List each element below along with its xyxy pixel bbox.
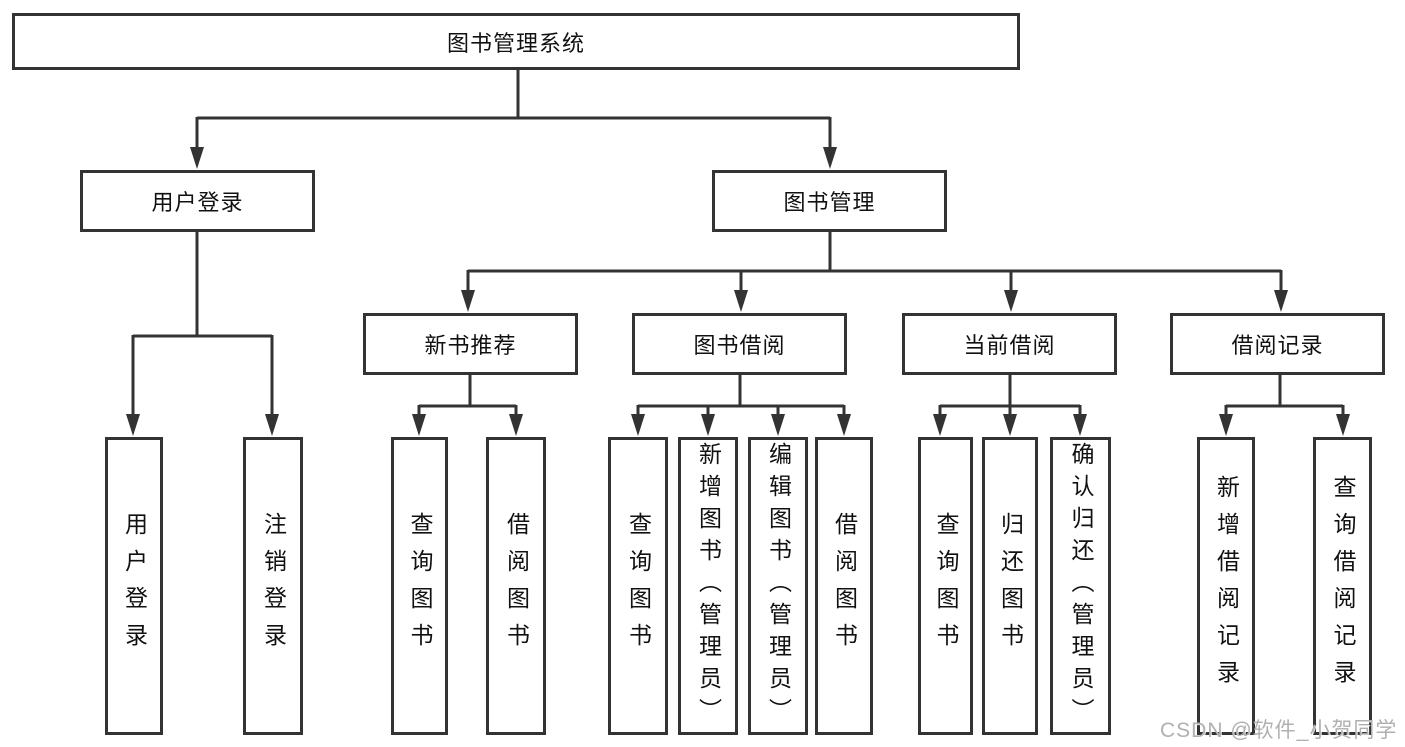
node-label: 图书借阅 [693, 333, 786, 358]
leaf-return-books: 归还图书 [982, 437, 1038, 735]
node-label: 当前借阅 [963, 333, 1056, 358]
leaf-add-borrow-record: 新增借阅记录 [1197, 437, 1255, 735]
node-label: 查询图书 [625, 512, 652, 660]
node-label: 查询借阅记录 [1330, 475, 1356, 697]
node-label: 图书管理系统 [446, 30, 585, 56]
node-label: 图书管理 [783, 190, 876, 215]
leaf-query-books-recommend: 查询图书 [391, 437, 448, 735]
leaf-user-login: 用户登录 [105, 437, 163, 735]
leaf-edit-books-admin: 编辑图书（管理员） [748, 437, 808, 735]
leaf-query-books-borrowing: 查询图书 [608, 437, 668, 735]
node-borrowing-records: 借阅记录 [1170, 313, 1385, 375]
leaf-borrow-books: 借阅图书 [815, 437, 873, 735]
node-label: 新增图书（管理员） [695, 442, 722, 730]
node-label: 用户登录 [151, 190, 244, 215]
node-label: 归还图书 [997, 512, 1024, 660]
node-current-borrowing: 当前借阅 [902, 313, 1117, 375]
node-label: 查询图书 [407, 512, 433, 660]
node-book-borrowing: 图书借阅 [632, 313, 847, 375]
leaf-confirm-return-admin: 确认归还（管理员） [1050, 437, 1111, 735]
node-library-management-system: 图书管理系统 [12, 13, 1020, 70]
leaf-logout: 注销登录 [243, 437, 303, 735]
leaf-query-books-current: 查询图书 [918, 437, 973, 735]
node-new-book-recommendation: 新书推荐 [363, 313, 578, 375]
node-label: 确认归还（管理员） [1068, 442, 1094, 730]
node-label: 查询图书 [933, 512, 959, 660]
node-user-login: 用户登录 [80, 170, 315, 232]
node-label: 新书推荐 [424, 333, 517, 358]
arrowheads [126, 147, 1350, 436]
leaf-add-books-admin: 新增图书（管理员） [678, 437, 738, 735]
leaf-query-borrow-record: 查询借阅记录 [1313, 437, 1372, 735]
node-label: 借阅记录 [1231, 333, 1324, 358]
node-label: 借阅图书 [503, 512, 530, 660]
leaf-borrow-books-recommend: 借阅图书 [486, 437, 546, 735]
node-label: 编辑图书（管理员） [765, 442, 792, 730]
node-label: 借阅图书 [831, 512, 858, 660]
csdn-watermark: CSDN @软件_小贺同学 [1160, 719, 1398, 742]
node-label: 新增借阅记录 [1213, 475, 1240, 697]
node-book-management: 图书管理 [712, 170, 947, 232]
node-label: 用户登录 [121, 512, 148, 660]
node-label: 注销登录 [260, 512, 287, 660]
